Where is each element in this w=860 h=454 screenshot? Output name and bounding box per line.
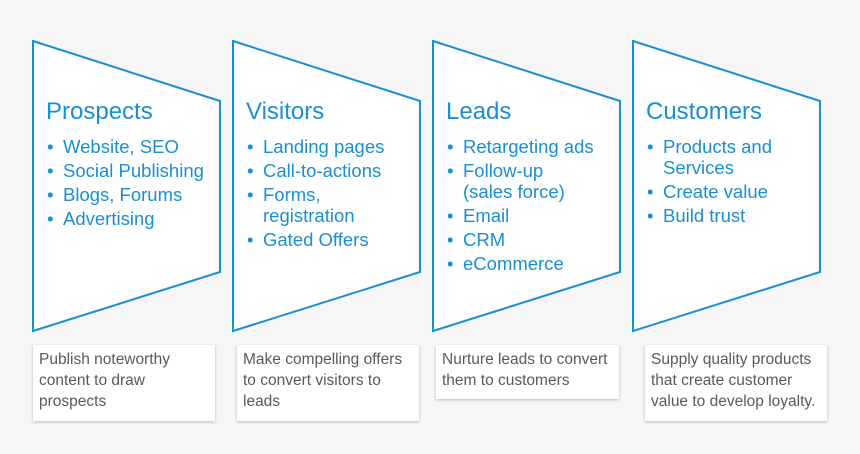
list-item: Forms, registration: [246, 184, 373, 226]
list-item: Call-to-actions: [246, 160, 428, 181]
stage-title: Visitors: [246, 98, 325, 125]
note-customers: Supply quality products that create cust…: [645, 345, 827, 421]
stage-title: Customers: [646, 98, 763, 125]
list-item: CRM: [446, 229, 628, 250]
list-item: Advertising: [46, 208, 228, 229]
stage-items: Products and Services Create value Build…: [646, 136, 828, 229]
list-item: Follow-up (sales force): [446, 160, 583, 202]
list-item: Blogs, Forums: [46, 184, 228, 205]
list-item: Retargeting ads: [446, 136, 628, 157]
list-item: Email: [446, 205, 628, 226]
list-item: Create value: [646, 181, 828, 202]
stage-items: Website, SEO Social Publishing Blogs, Fo…: [46, 136, 228, 232]
list-item: Products and Services: [646, 136, 793, 178]
stage-items: Retargeting ads Follow-up (sales force) …: [446, 136, 628, 277]
stage-title: Leads: [446, 98, 512, 125]
note-leads: Nurture leads to convert them to custome…: [436, 345, 619, 399]
list-item: Website, SEO: [46, 136, 228, 157]
note-visitors: Make compelling offers to convert visito…: [237, 345, 419, 421]
list-item: Build trust: [646, 205, 828, 226]
list-item: eCommerce: [446, 253, 628, 274]
list-item: Social Publishing: [46, 160, 228, 181]
list-item: Landing pages: [246, 136, 428, 157]
stage-title: Prospects: [46, 98, 153, 125]
stage-items: Landing pages Call-to-actions Forms, reg…: [246, 136, 428, 253]
list-item: Gated Offers: [246, 229, 428, 250]
note-prospects: Publish noteworthy content to draw prosp…: [33, 345, 215, 421]
